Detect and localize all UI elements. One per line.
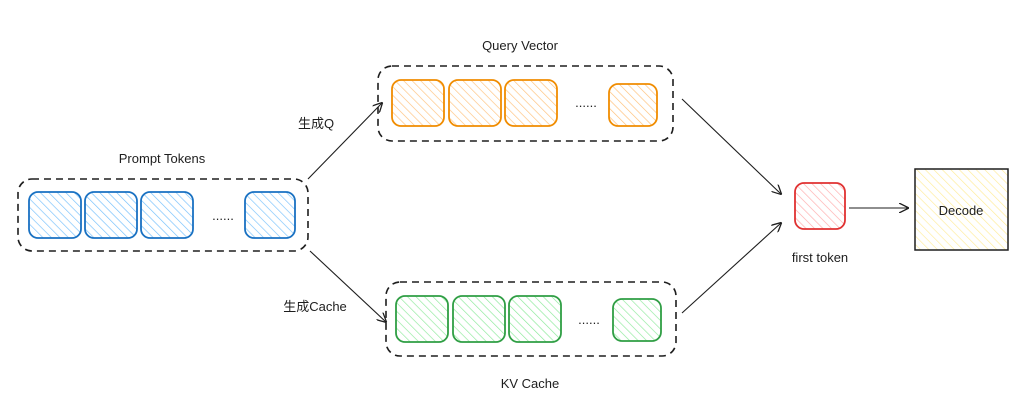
- prompt-token: [140, 191, 194, 239]
- decode-group: Decode: [914, 168, 1009, 251]
- query-token: [448, 79, 502, 127]
- decode-box: [914, 168, 1009, 251]
- query-token: [504, 79, 558, 127]
- arrow-kv-to-first-token: [681, 223, 781, 314]
- prompt-token: [84, 191, 138, 239]
- decode-label: Decode: [939, 203, 984, 218]
- prompt-tokens-box: [17, 178, 309, 252]
- gen-q-label: 生成Q: [298, 116, 334, 131]
- gen-cache-label: 生成Cache: [283, 299, 347, 314]
- prompt-token-last: [244, 191, 296, 239]
- query-vector-group: Query Vector ......: [377, 38, 674, 142]
- arrow-prompt-to-query: [307, 103, 382, 180]
- query-token: [391, 79, 445, 127]
- kv-ellipsis: ......: [578, 312, 600, 327]
- query-vector-box: [377, 65, 674, 142]
- query-token-last: [608, 83, 658, 127]
- prompt-tokens-group: Prompt Tokens ......: [17, 151, 309, 252]
- first-token-box: [794, 182, 846, 230]
- prompt-ellipsis: ......: [212, 208, 234, 223]
- kv-token: [508, 295, 562, 343]
- kv-cache-group: ...... KV Cache: [385, 281, 677, 391]
- query-ellipsis: ......: [575, 95, 597, 110]
- kv-token: [452, 295, 506, 343]
- query-vector-label: Query Vector: [482, 38, 559, 53]
- kv-token-last: [612, 298, 662, 342]
- prompt-token: [28, 191, 82, 239]
- kv-cache-box: [385, 281, 677, 357]
- arrow-query-to-first-token: [681, 98, 781, 194]
- arrow-prompt-to-kv: [309, 250, 386, 322]
- first-token-group: first token: [792, 182, 848, 265]
- prompt-tokens-label: Prompt Tokens: [119, 151, 206, 166]
- kv-cache-label: KV Cache: [501, 376, 560, 391]
- kv-token: [395, 295, 449, 343]
- first-token-label: first token: [792, 250, 848, 265]
